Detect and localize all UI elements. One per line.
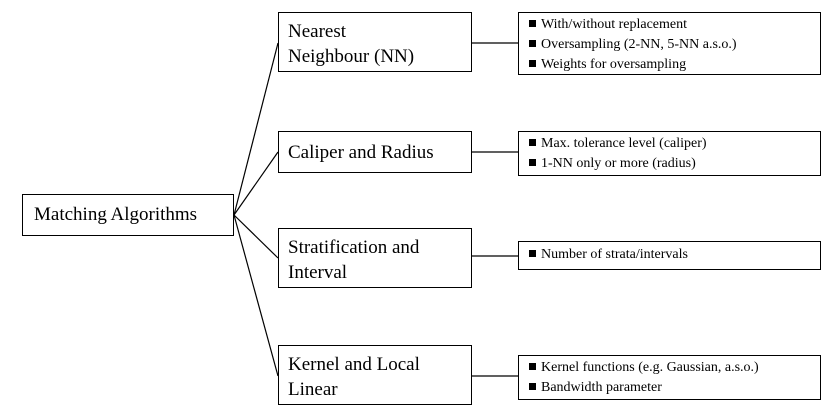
bullet-square-icon (529, 363, 536, 370)
bullet-square-icon (529, 250, 536, 257)
detail-item: Max. tolerance level (caliper) (529, 134, 814, 154)
detail-item: 1-NN only or more (radius) (529, 154, 814, 174)
algorithm-label-line: Interval (288, 262, 348, 283)
bullet-square-icon (529, 40, 536, 47)
algorithm-node-stratification-interval: Stratification and Interval (278, 228, 472, 288)
detail-node-stratification-interval: Number of strata/intervals (518, 241, 821, 270)
bullet-square-icon (529, 159, 536, 166)
root-node-label: Matching Algorithms (34, 204, 198, 225)
detail-node-caliper-radius: Max. tolerance level (caliper) 1-NN only… (518, 131, 821, 176)
algorithm-label-line: Kernel and Local (288, 354, 420, 375)
algorithm-node-kernel-local-linear: Kernel and Local Linear (278, 345, 472, 405)
detail-item: With/without replacement (529, 15, 814, 35)
bullet-square-icon (529, 383, 536, 390)
root-node-matching-algorithms: Matching Algorithms (22, 194, 234, 236)
detail-item: Kernel functions (e.g. Gaussian, a.s.o.) (529, 358, 814, 378)
algorithm-label-line: Stratification and (288, 237, 420, 258)
connector-root-nn (233, 42, 279, 216)
algorithm-label-line: Caliper and Radius (288, 142, 434, 163)
connector-root-kernel (233, 214, 279, 377)
detail-item: Weights for oversampling (529, 55, 814, 75)
algorithm-label-line: Nearest (288, 21, 347, 42)
bullet-square-icon (529, 20, 536, 27)
algorithm-label-line: Neighbour (NN) (288, 46, 415, 67)
bullet-square-icon (529, 60, 536, 67)
detail-item: Number of strata/intervals (529, 245, 814, 265)
connector-root-stratification (233, 214, 279, 259)
bullet-square-icon (529, 139, 536, 146)
detail-item: Oversampling (2-NN, 5-NN a.s.o.) (529, 35, 814, 55)
algorithm-label-line: Linear (288, 379, 338, 400)
detail-item: Bandwidth parameter (529, 378, 814, 398)
detail-node-kernel-local-linear: Kernel functions (e.g. Gaussian, a.s.o.)… (518, 355, 821, 400)
connector-root-caliper (233, 151, 279, 216)
algorithm-node-caliper-radius: Caliper and Radius (278, 131, 472, 173)
algorithm-node-nearest-neighbour: Nearest Neighbour (NN) (278, 12, 472, 72)
detail-node-nearest-neighbour: With/without replacement Oversampling (2… (518, 12, 821, 75)
